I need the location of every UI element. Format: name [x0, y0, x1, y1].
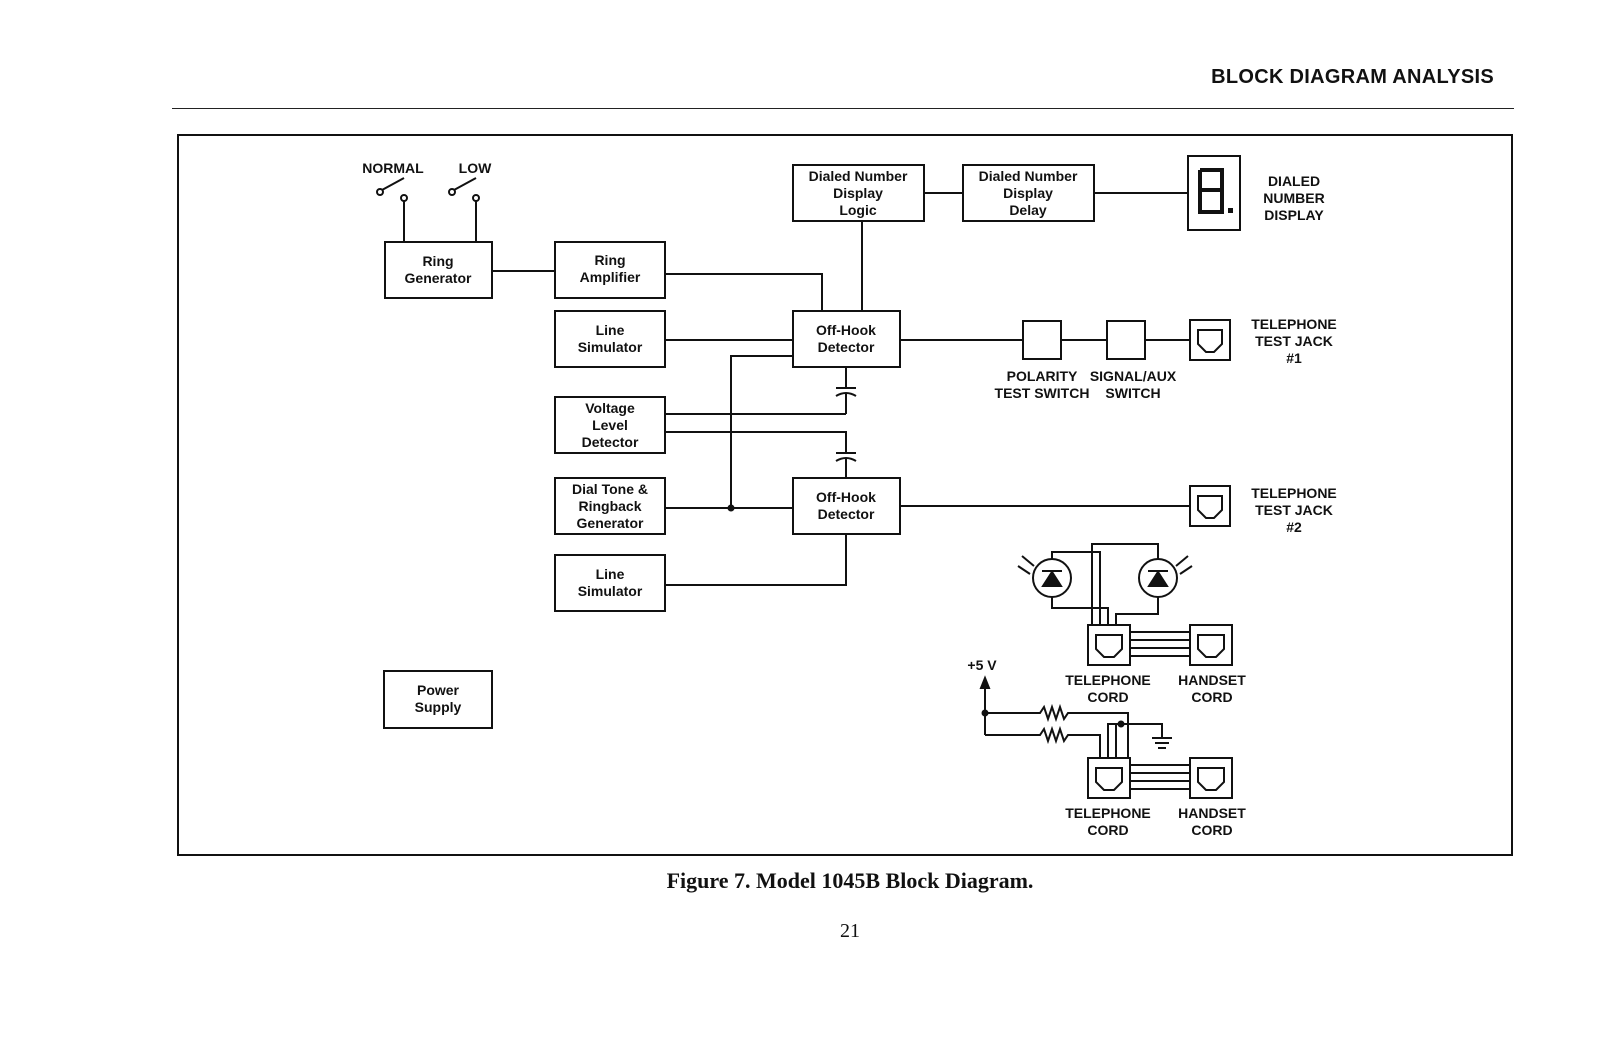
ring-generator-label-1: Ring [422, 253, 453, 269]
dialed-number-display-label-2: NUMBER [1263, 190, 1324, 206]
power-supply-label-2: Supply [415, 699, 462, 715]
voltage-level-detector-block [554, 396, 666, 454]
display-delay-label-3: Delay [1009, 202, 1047, 218]
line-simulator-2-block [554, 554, 666, 612]
led-right-icon [1091, 543, 1193, 625]
seven-segment-digit [1198, 168, 1233, 214]
handset-cord-jack-1 [1189, 624, 1233, 666]
test-jack-1-label-3: #1 [1286, 350, 1302, 366]
display-delay-label-2: Display [1003, 185, 1053, 201]
telephone-cord-1-label-2: CORD [1087, 689, 1128, 705]
voltage-level-detector-label-3: Detector [582, 434, 639, 450]
header-rule [172, 108, 1514, 109]
supply-resistors [979, 675, 1172, 758]
polarity-switch-label-2: TEST SWITCH [995, 385, 1090, 401]
capacitor-1 [665, 367, 857, 415]
ring-amplifier-label-1: Ring [594, 252, 625, 268]
off-hook-2-label-1: Off-Hook [816, 489, 876, 505]
section-title: BLOCK DIAGRAM ANALYSIS [1211, 66, 1494, 88]
signal-aux-switch-label-2: SWITCH [1105, 385, 1160, 401]
signal-aux-switch-label-1: SIGNAL/AUX [1090, 368, 1177, 384]
voltage-level-detector-label-2: Level [592, 417, 628, 433]
telephone-cord-jack-2 [1087, 757, 1131, 799]
line-simulator-1-label-1: Line [596, 322, 625, 338]
test-jack-1-label-1: TELEPHONE [1251, 316, 1337, 332]
display-delay-label-1: Dialed Number [979, 168, 1078, 184]
handset-cord-2-label-1: HANDSET [1178, 805, 1246, 821]
line-simulator-2-label-2: Simulator [578, 583, 643, 599]
polarity-test-switch [1022, 320, 1062, 360]
off-hook-2-label-2: Detector [818, 506, 875, 522]
telephone-cord-1-label-1: TELEPHONE [1065, 672, 1151, 688]
polarity-switch-label-1: POLARITY [1007, 368, 1078, 384]
display-logic-label-1: Dialed Number [809, 168, 908, 184]
low-switch-label: LOW [459, 160, 492, 176]
test-jack-2-label-3: #2 [1286, 519, 1302, 535]
diagram-frame [177, 134, 1513, 856]
telephone-cord-2-label-1: TELEPHONE [1065, 805, 1151, 821]
ring-amplifier-label-2: Amplifier [580, 269, 641, 285]
off-hook-1-label-2: Detector [818, 339, 875, 355]
low-switch [448, 177, 480, 242]
page-number: 21 [840, 920, 860, 942]
line-simulator-2-label-1: Line [596, 566, 625, 582]
handset-cord-1-label-2: CORD [1191, 689, 1232, 705]
handset-cord-jack-2 [1189, 757, 1233, 799]
dialed-number-display-label-3: DISPLAY [1264, 207, 1324, 223]
normal-switch [376, 177, 408, 242]
handset-cord-1-label-1: HANDSET [1178, 672, 1246, 688]
test-jack-2-label-1: TELEPHONE [1251, 485, 1337, 501]
dial-tone-generator-block [554, 477, 666, 535]
test-jack-1-label-2: TEST JACK [1255, 333, 1333, 349]
handset-cord-2-label-2: CORD [1191, 822, 1232, 838]
line-simulator-1-label-2: Simulator [578, 339, 643, 355]
normal-switch-label: NORMAL [362, 160, 424, 176]
seven-segment-display [1187, 155, 1241, 231]
dial-tone-label-1: Dial Tone & [572, 481, 648, 497]
power-supply-block [383, 670, 493, 729]
display-logic-label-3: Logic [839, 202, 877, 218]
dial-tone-label-2: Ringback [578, 498, 641, 514]
telephone-cord-2-label-2: CORD [1087, 822, 1128, 838]
voltage-level-detector-label-1: Voltage [585, 400, 635, 416]
junction-dot [727, 504, 735, 512]
capacitor-2 [665, 431, 857, 478]
ring-generator-label-2: Generator [405, 270, 472, 286]
led-left-icon [1017, 551, 1109, 625]
figure-caption: Figure 7. Model 1045B Block Diagram. [666, 868, 1034, 893]
off-hook-1-label-1: Off-Hook [816, 322, 876, 338]
display-logic-label-2: Display [833, 185, 883, 201]
signal-aux-switch [1106, 320, 1146, 360]
power-supply-label-1: Power [417, 682, 460, 698]
test-jack-1-icon [1189, 319, 1231, 361]
telephone-cord-jack-1 [1087, 624, 1131, 666]
supply-voltage-label: +5 V [967, 657, 997, 673]
test-jack-2-icon [1189, 485, 1231, 527]
test-jack-2-label-2: TEST JACK [1255, 502, 1333, 518]
dialed-number-display-label-1: DIALED [1268, 173, 1320, 189]
dial-tone-label-3: Generator [577, 515, 644, 531]
